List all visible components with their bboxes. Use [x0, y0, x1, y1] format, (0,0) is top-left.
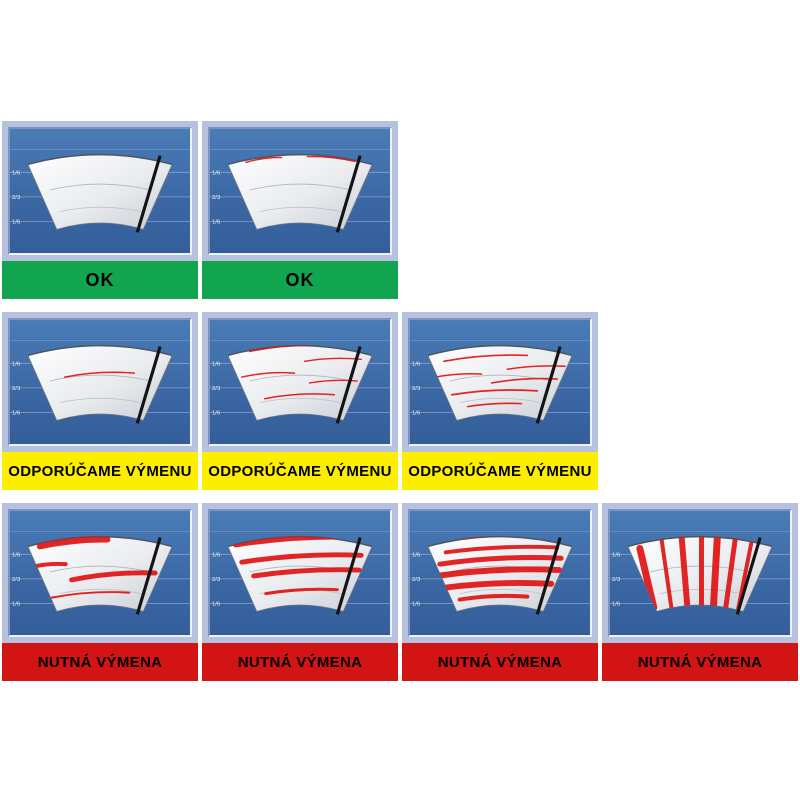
wiper-screen: 1/6 2/3 1/6	[8, 318, 192, 446]
wiper-screen: 1/6 2/3 1/6	[208, 127, 392, 255]
wiper-screen: 1/6 2/3 1/6	[8, 509, 192, 637]
scale-label: 1/6	[12, 361, 21, 367]
scale-label: 1/6	[612, 601, 621, 607]
scale-label: 1/6	[412, 361, 421, 367]
scale-label: 1/6	[412, 552, 421, 558]
wiper-blade-icon	[735, 537, 762, 615]
wiper-screen: 1/6 2/3 1/6	[8, 127, 192, 255]
wiper-panel: 1/6 2/3 1/6	[2, 503, 198, 643]
wiper-panel: 1/6 2/3 1/6	[402, 503, 598, 643]
wiper-blade-icon	[135, 346, 162, 424]
scale-label: 1/6	[12, 601, 21, 607]
scale-label: 2/3	[12, 577, 21, 583]
wear-streaks	[232, 536, 364, 596]
scale-label: 1/6	[612, 552, 621, 558]
wiper-panel: 1/6 2/3 1/6	[202, 312, 398, 452]
wiper-panel: 1/6 2/3 1/6	[202, 121, 398, 261]
wear-streaks	[241, 345, 362, 400]
wiper-blade-icon	[135, 537, 162, 615]
wiper-screen: 1/6 2/3 1/6	[408, 509, 592, 637]
scale-label: 1/6	[412, 410, 421, 416]
scale-label: 2/3	[412, 577, 421, 583]
wiper-blade-icon	[535, 537, 562, 615]
wiper-screen: 1/6 2/3 1/6	[408, 318, 592, 446]
wiper-swath-illustration: 1/6 2/3 1/6	[210, 340, 390, 424]
scale-label: 2/3	[212, 386, 221, 392]
scale-label: 1/6	[12, 552, 21, 558]
status-label-recommend: ODPORÚČAME VÝMENU	[2, 452, 198, 490]
wiper-swath-illustration: 1/6 2/3 1/6	[10, 149, 190, 233]
status-label-required: NUTNÁ VÝMENA	[2, 643, 198, 681]
scale-label: 1/6	[212, 361, 221, 367]
wiper-blade-icon	[335, 537, 362, 615]
wiper-panel: 1/6 2/3 1/6	[602, 503, 798, 643]
scale-label: 2/3	[212, 195, 221, 201]
status-label-ok: OK	[2, 261, 198, 299]
status-label-ok: OK	[202, 261, 398, 299]
scale-label: 1/6	[412, 601, 421, 607]
scale-label: 2/3	[12, 195, 21, 201]
wiper-panel: 1/6 2/3 1/6	[402, 312, 598, 452]
wear-streaks	[63, 371, 136, 378]
wiper-swath-illustration: 1/6 2/3 1/6	[210, 149, 390, 233]
wiper-swath-illustration: 1/6 2/3 1/6	[10, 340, 190, 424]
wiper-blade-icon	[135, 155, 162, 233]
scale-label: 1/6	[12, 170, 21, 176]
wiper-panel: 1/6 2/3 1/6	[202, 503, 398, 643]
wiper-panel: 1/6 2/3 1/6	[2, 121, 198, 261]
status-label-required: NUTNÁ VÝMENA	[202, 643, 398, 681]
scale-label: 2/3	[212, 577, 221, 583]
scale-label: 1/6	[12, 219, 21, 225]
wiper-blade-icon	[535, 346, 562, 424]
scale-label: 2/3	[612, 577, 621, 583]
status-label-required: NUTNÁ VÝMENA	[602, 643, 798, 681]
wiper-swath-illustration: 1/6 2/3 1/6	[410, 340, 590, 424]
scale-label: 1/6	[212, 410, 221, 416]
wiper-swath-illustration: 1/6 2/3 1/6	[610, 531, 790, 615]
wiper-screen: 1/6 2/3 1/6	[608, 509, 792, 637]
status-label-recommend: ODPORÚČAME VÝMENU	[402, 452, 598, 490]
wiper-swath-illustration: 1/6 2/3 1/6	[10, 531, 190, 615]
scale-label: 1/6	[212, 219, 221, 225]
wiper-screen: 1/6 2/3 1/6	[208, 509, 392, 637]
wiper-swath-illustration: 1/6 2/3 1/6	[410, 531, 590, 615]
wear-streaks	[433, 536, 564, 602]
wiper-panel: 1/6 2/3 1/6	[2, 312, 198, 452]
wiper-blade-icon	[335, 346, 362, 424]
wear-streaks	[33, 536, 158, 599]
wiper-screen: 1/6 2/3 1/6	[208, 318, 392, 446]
scale-label: 1/6	[212, 170, 221, 176]
wiper-blade-icon	[335, 155, 362, 233]
scale-label: 1/6	[212, 601, 221, 607]
wiper-swath-illustration: 1/6 2/3 1/6	[210, 531, 390, 615]
scale-label: 2/3	[412, 386, 421, 392]
scale-label: 2/3	[12, 386, 21, 392]
scale-label: 1/6	[212, 552, 221, 558]
status-label-recommend: ODPORÚČAME VÝMENU	[202, 452, 398, 490]
scale-label: 1/6	[12, 410, 21, 416]
status-label-required: NUTNÁ VÝMENA	[402, 643, 598, 681]
